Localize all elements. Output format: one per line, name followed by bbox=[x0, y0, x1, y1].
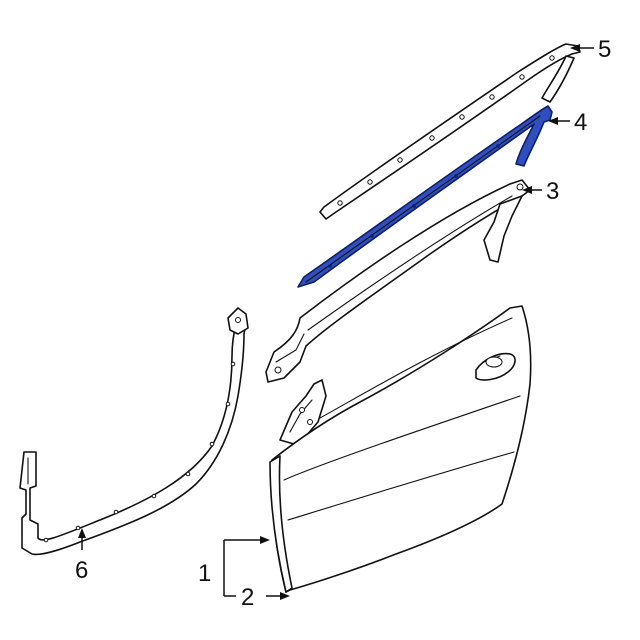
part-2-door-edge[interactable] bbox=[269, 455, 293, 593]
part-4-window-weatherstrip[interactable] bbox=[297, 105, 553, 288]
arrow-6 bbox=[78, 528, 86, 538]
callout-5: 5 bbox=[598, 36, 611, 63]
part-3-window-frame[interactable] bbox=[265, 179, 531, 383]
part-4-fill bbox=[297, 105, 553, 288]
leader-lines bbox=[78, 44, 594, 600]
arrow-3 bbox=[522, 186, 532, 194]
part-1-door-shell[interactable] bbox=[271, 305, 532, 593]
callout-6: 6 bbox=[75, 557, 88, 584]
callout-1: 1 bbox=[198, 560, 211, 587]
arrow-2 bbox=[280, 592, 290, 600]
callout-4: 4 bbox=[574, 109, 587, 136]
callout-3: 3 bbox=[546, 178, 559, 205]
part-6-body-weatherstrip[interactable] bbox=[19, 307, 249, 556]
arrow-4 bbox=[548, 117, 558, 125]
arrow-1 bbox=[260, 536, 270, 544]
arrow-5 bbox=[570, 44, 580, 52]
callout-labels: 5 4 3 6 1 2 bbox=[75, 36, 611, 611]
callout-2: 2 bbox=[241, 584, 254, 611]
part-5-roof-weatherstrip[interactable] bbox=[319, 43, 581, 220]
